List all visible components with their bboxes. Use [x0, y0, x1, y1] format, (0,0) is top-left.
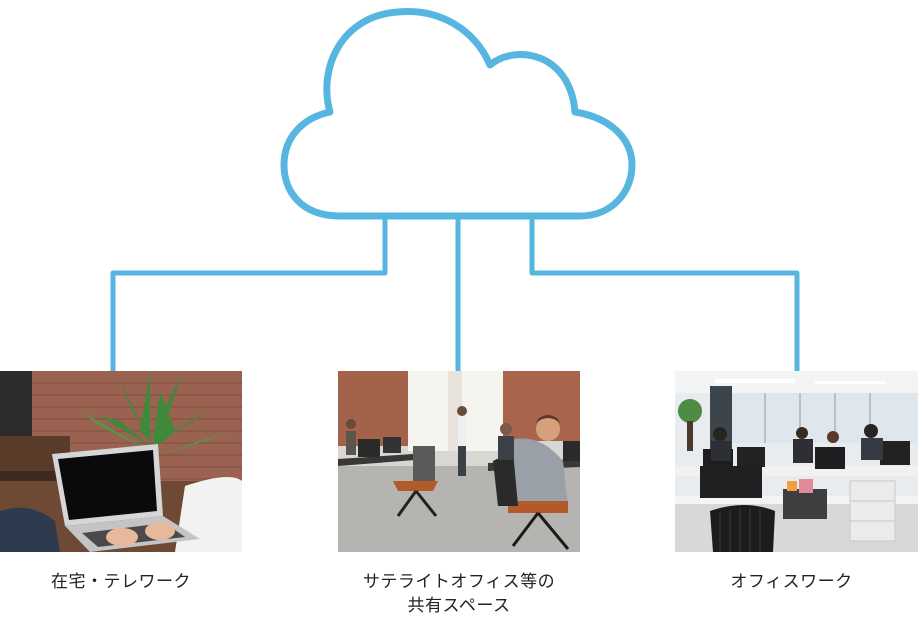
caption-office-work: オフィスワーク: [730, 572, 853, 592]
photo-home-telework: [0, 371, 242, 552]
photo-shared-space: [338, 371, 580, 552]
caption-shared-space: サテライトオフィス等の 共有スペース: [362, 572, 556, 616]
cloud-icon: [280, 8, 636, 220]
photo-office-work: [675, 371, 918, 552]
caption-home-telework: 在宅・テレワーク: [51, 572, 191, 592]
connector-office: [529, 218, 800, 371]
connector-home: [110, 218, 388, 371]
